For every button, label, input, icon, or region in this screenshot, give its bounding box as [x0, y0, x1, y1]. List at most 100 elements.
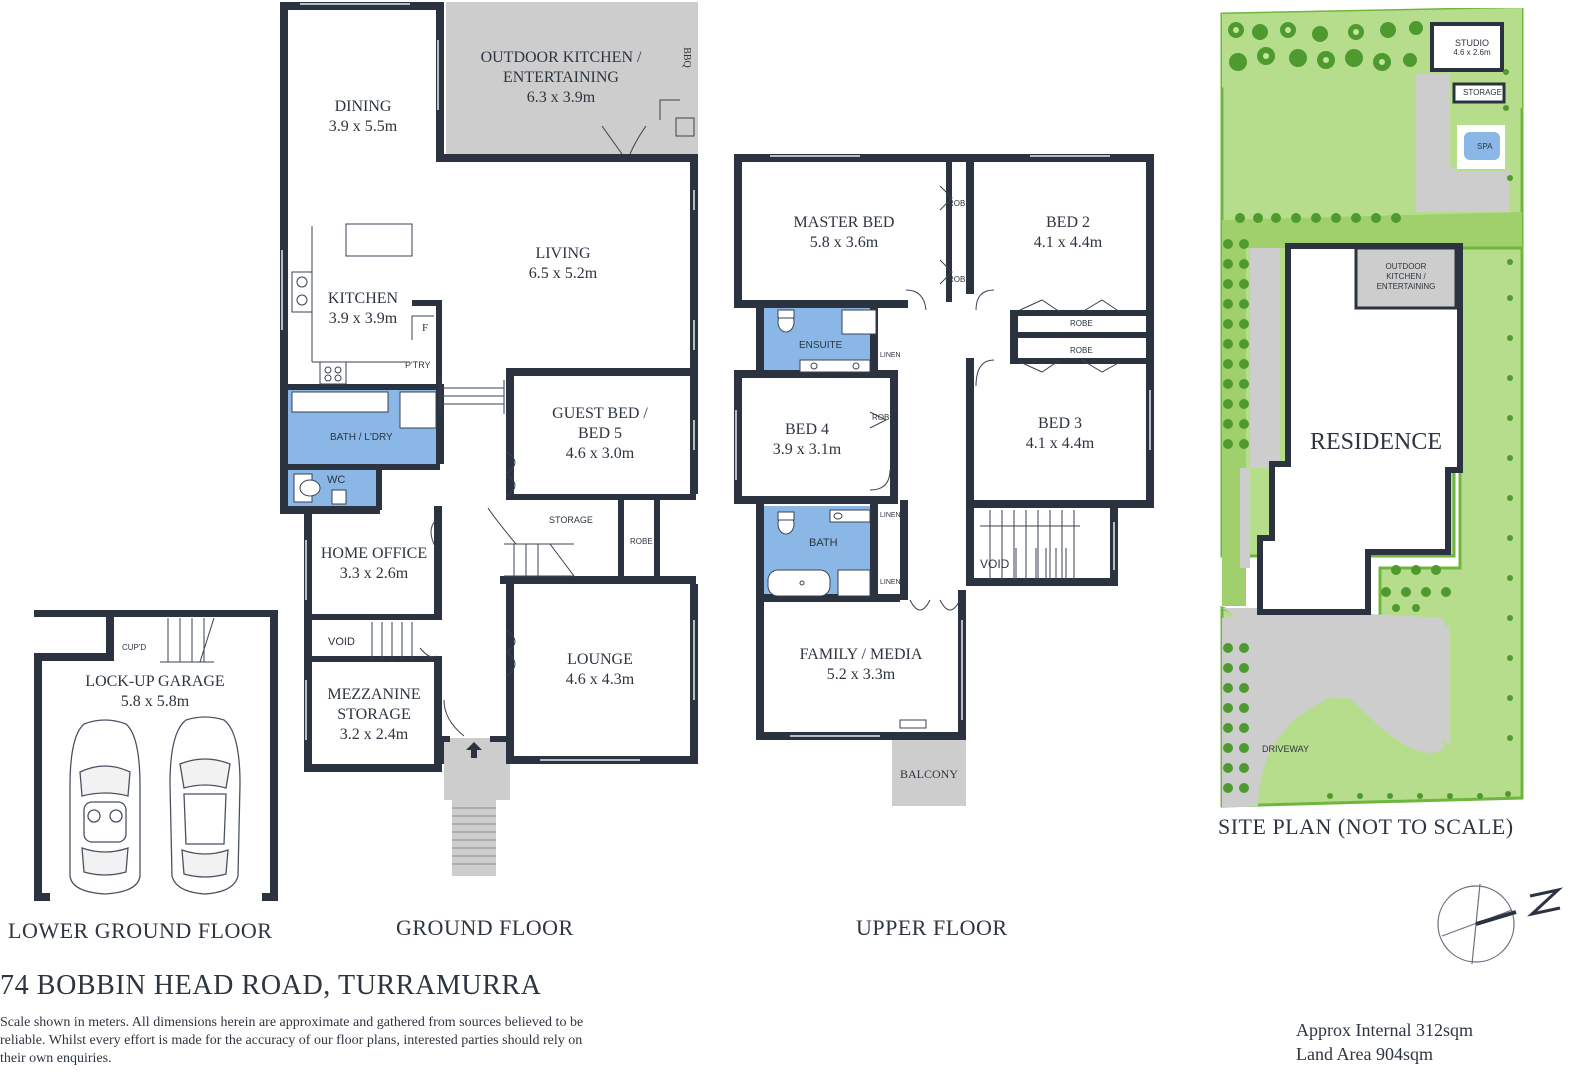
guest-bed-label: GUEST BED / BED 5 4.6 x 3.0m — [530, 404, 670, 464]
upper-bath-label: BATH — [809, 537, 838, 549]
ground-wall — [280, 384, 440, 390]
living-name: LIVING — [535, 245, 591, 262]
wc-label: WC — [327, 474, 346, 486]
north-arrow-icon — [1437, 883, 1564, 965]
linen-label: LINEN — [880, 579, 901, 586]
garage-wall-right — [270, 610, 278, 901]
upper-wall — [966, 578, 1118, 586]
studio-name: STUDIO — [1454, 38, 1489, 48]
robe-label: ROBE — [948, 199, 971, 208]
ground-wall — [434, 656, 442, 772]
ground-wall — [436, 2, 444, 162]
guest-bed-name-1: GUEST BED / — [552, 405, 648, 422]
robe-label: ROBE — [872, 413, 895, 422]
ground-wall — [500, 576, 696, 584]
upper-wall — [890, 374, 898, 498]
garage-wall-top — [34, 610, 278, 617]
ground-wall — [436, 736, 444, 764]
internal-area: Approx Internal 312sqm — [1296, 1020, 1473, 1040]
land-area: Land Area 904sqm — [1296, 1044, 1433, 1064]
family-media-size: 5.2 x 3.3m — [826, 666, 896, 683]
ground-wall — [506, 368, 514, 498]
ground-fixtures — [281, 3, 695, 761]
upper-wall — [756, 594, 900, 602]
ground-robe-label: ROBE — [630, 537, 653, 546]
upper-wall — [966, 358, 974, 508]
garage-wall-bottom-left — [34, 893, 50, 901]
lounge-size: 4.6 x 4.3m — [565, 671, 635, 688]
ground-wall — [304, 506, 312, 772]
driveway-label: DRIVEWAY — [1262, 744, 1310, 754]
studio-size: 4.6 x 2.6m — [1453, 48, 1491, 57]
bed3-size: 4.1 x 4.4m — [1025, 435, 1095, 452]
living-size: 6.5 x 5.2m — [528, 265, 598, 282]
garage-wall-left-step — [106, 610, 114, 660]
master-bed-size: 5.8 x 3.6m — [809, 234, 879, 251]
upper-wall — [900, 500, 908, 600]
ground-wall — [654, 496, 660, 580]
upper-wall — [966, 154, 974, 294]
site-outdoor-label: OUTDOOR KITCHEN / ENTERTAINING — [1366, 262, 1446, 292]
mezzanine-name-1: MEZZANINE — [327, 686, 421, 703]
garage-label: LOCK-UP GARAGE 5.8 x 5.8m — [60, 672, 250, 712]
site-storage-label: STORAGE — [1463, 88, 1502, 97]
ground-wall — [412, 300, 442, 306]
fridge-label: F — [422, 322, 429, 334]
balcony-paving — [892, 738, 966, 806]
ground-wall — [280, 2, 440, 10]
mezzanine-size: 3.2 x 2.4m — [339, 726, 409, 743]
garage-size: 5.8 x 5.8m — [120, 693, 190, 710]
ground-wall — [490, 736, 512, 742]
lounge-label: LOUNGE 4.6 x 4.3m — [540, 650, 660, 690]
upper-wall — [1010, 310, 1150, 316]
area-summary: Approx Internal 312sqm Land Area 904sqm — [1296, 1018, 1473, 1066]
ground-wall — [506, 494, 696, 500]
family-media-label: FAMILY / MEDIA 5.2 x 3.3m — [786, 645, 936, 685]
site-outdoor-line-2: KITCHEN / — [1386, 272, 1426, 281]
ground-wall — [280, 2, 288, 512]
bbq-label: BBQ — [680, 47, 692, 68]
robe-label: ROBE — [1070, 319, 1093, 328]
kitchen-name: KITCHEN — [327, 290, 399, 307]
ground-wall — [376, 464, 382, 510]
ground-wall — [280, 506, 380, 514]
master-bed-name: MASTER BED — [793, 214, 895, 231]
outdoor-kitchen-name-2: ENTERTAINING — [503, 69, 619, 86]
ground-wall — [280, 464, 440, 470]
home-office-name: HOME OFFICE — [320, 545, 428, 562]
bed4-label: BED 4 3.9 x 3.1m — [752, 420, 862, 460]
upper-floor-title: UPPER FLOOR — [856, 915, 1008, 940]
pantry-label: P'TRY — [405, 360, 431, 370]
upper-wall — [946, 162, 952, 302]
upper-wall — [966, 500, 974, 586]
family-media-name: FAMILY / MEDIA — [799, 646, 923, 663]
ground-wall — [436, 154, 698, 162]
outdoor-kitchen-paving — [446, 2, 698, 154]
home-office-size: 3.3 x 2.6m — [339, 565, 409, 582]
garage-wall-left-upper — [34, 653, 114, 661]
entry-steps-lines — [452, 807, 496, 865]
car-icon — [169, 716, 241, 895]
bed2-name: BED 2 — [1046, 214, 1090, 231]
upper-wall — [870, 496, 878, 602]
linen-label: LINEN — [880, 352, 901, 359]
mezzanine-label: MEZZANINE STORAGE 3.2 x 2.4m — [314, 685, 434, 745]
entry-steps — [452, 800, 496, 876]
ground-wall — [434, 506, 442, 620]
ground-wall — [304, 764, 442, 772]
ground-wall — [436, 384, 444, 464]
bed4-size: 3.9 x 3.1m — [772, 441, 842, 458]
bed3-label: BED 3 4.1 x 4.4m — [1000, 414, 1120, 454]
ground-storage-label: STORAGE — [549, 515, 593, 525]
robe-label: ROBE — [948, 275, 971, 284]
ground-wall — [618, 496, 624, 580]
cupd-label: CUP'D — [122, 643, 147, 652]
upper-wall — [734, 300, 908, 308]
outdoor-kitchen-name-1: OUTDOOR KITCHEN / — [480, 49, 642, 66]
residence-label: RESIDENCE — [1310, 429, 1442, 455]
outdoor-kitchen-size: 6.3 x 3.9m — [526, 89, 596, 106]
bed3-name: BED 3 — [1038, 415, 1082, 432]
master-bed-label: MASTER BED 5.8 x 3.6m — [784, 213, 904, 253]
lower-ground-floor-title: LOWER GROUND FLOOR — [8, 918, 273, 943]
upper-wall — [756, 304, 764, 376]
